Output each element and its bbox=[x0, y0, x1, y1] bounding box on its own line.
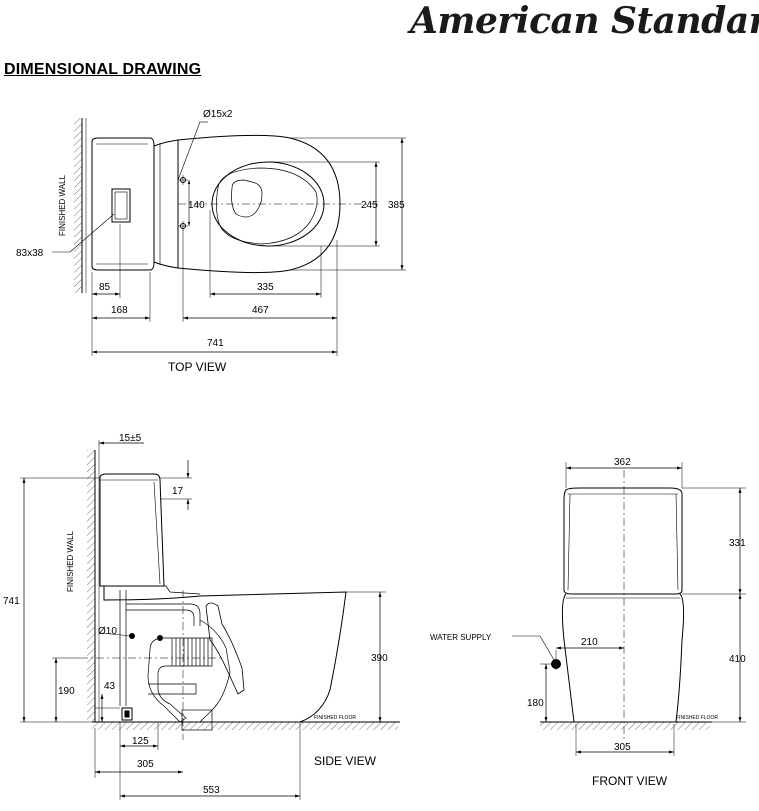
side-view-title: SIDE VIEW bbox=[314, 754, 377, 768]
top-dim-168: 168 bbox=[111, 305, 128, 316]
top-view bbox=[52, 118, 406, 356]
side-dim-553: 553 bbox=[203, 785, 220, 796]
water-supply-label: WATER SUPPLY bbox=[430, 633, 492, 642]
side-dim-190: 190 bbox=[58, 686, 75, 697]
top-hole-label: Ø15x2 bbox=[203, 109, 233, 120]
top-dim-245: 245 bbox=[361, 200, 378, 211]
front-dim-180: 180 bbox=[527, 698, 544, 709]
top-outlet-label: 83x38 bbox=[16, 248, 44, 259]
front-dim-305: 305 bbox=[614, 742, 631, 753]
front-view-title: FRONT VIEW bbox=[592, 774, 668, 788]
side-dim-390: 390 bbox=[371, 653, 388, 664]
top-dim-741: 741 bbox=[207, 338, 224, 349]
top-dim-335: 335 bbox=[257, 282, 274, 293]
top-dim-385: 385 bbox=[388, 200, 405, 211]
side-finished-wall-label: FINISHED WALL bbox=[66, 530, 75, 592]
front-dim-410: 410 bbox=[729, 654, 746, 665]
side-view bbox=[20, 440, 400, 800]
bolt-holes bbox=[178, 175, 188, 231]
top-spacing-label: 140 bbox=[188, 200, 205, 211]
top-finished-wall-label: FINISHED WALL bbox=[58, 174, 67, 236]
side-finished-floor-label: FINISHED FLOOR bbox=[314, 715, 356, 721]
side-dim-15: 15±5 bbox=[119, 433, 142, 444]
top-dim-467: 467 bbox=[252, 305, 269, 316]
side-dim-741: 741 bbox=[3, 596, 20, 607]
outlet-connector bbox=[147, 637, 213, 731]
front-view-labels: 362 331 410 210 180 305 WATER SUPPLY FIN… bbox=[430, 457, 746, 788]
side-dim-17: 17 bbox=[172, 486, 184, 497]
front-view bbox=[512, 462, 746, 756]
top-view-title: TOP VIEW bbox=[168, 360, 227, 374]
side-dim-125: 125 bbox=[132, 736, 149, 747]
brand-logo: American Standard bbox=[410, 0, 759, 42]
front-finished-floor-label: FINISHED FLOOR bbox=[676, 715, 718, 721]
top-dim-85: 85 bbox=[99, 282, 111, 293]
side-dim-10: Ø10 bbox=[98, 626, 117, 637]
page-heading: DIMENSIONAL DRAWING bbox=[4, 61, 202, 78]
top-view-labels: FINISHED WALL Ø15x2 140 83x38 85 168 335… bbox=[16, 109, 405, 374]
side-dim-305: 305 bbox=[137, 759, 154, 770]
front-dim-362: 362 bbox=[614, 457, 631, 468]
side-view-labels: FINISHED WALL FINISHED FLOOR 15±5 17 741… bbox=[3, 433, 388, 796]
front-dim-331: 331 bbox=[729, 538, 746, 549]
front-dim-210: 210 bbox=[581, 637, 598, 648]
side-dim-43: 43 bbox=[104, 681, 116, 692]
